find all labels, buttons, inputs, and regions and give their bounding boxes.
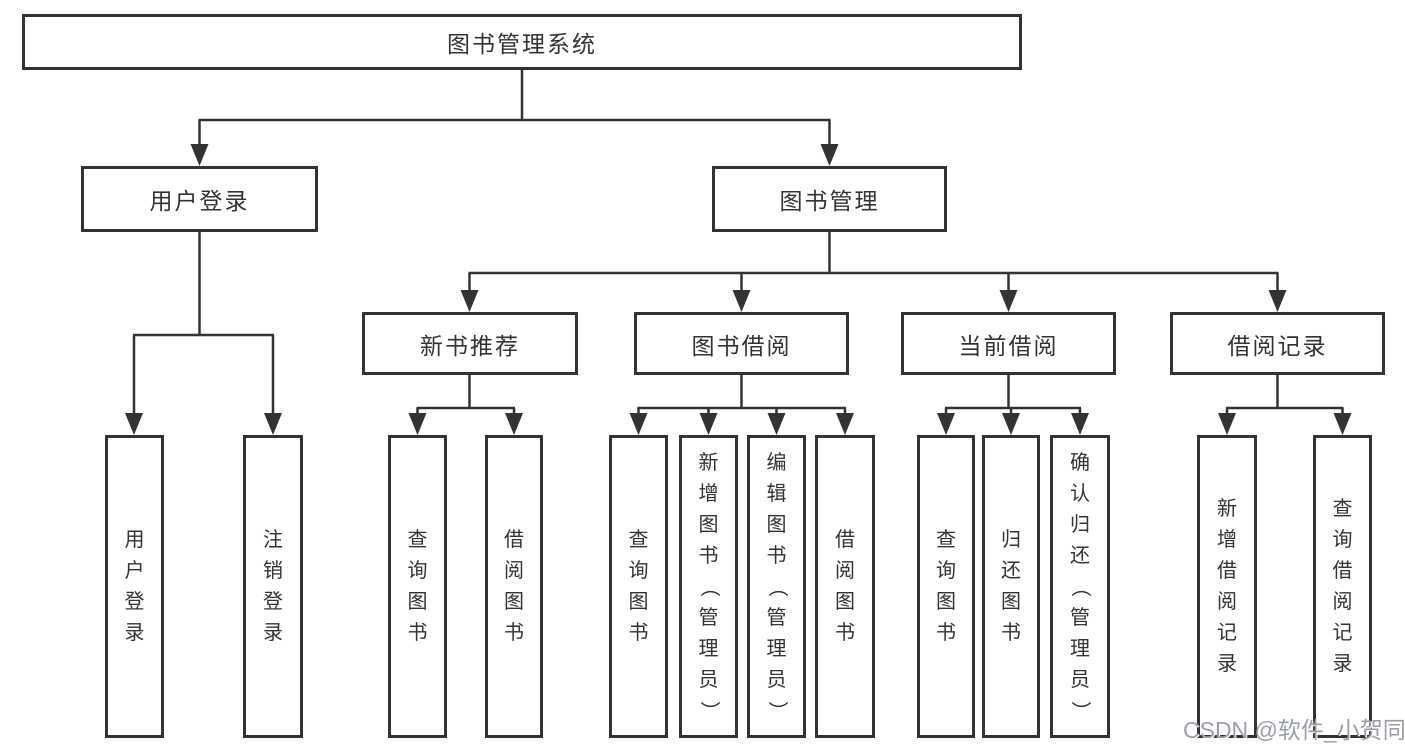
node-new-book-recommend-label: 新书推荐 [420,332,520,359]
leaf-edit-book-admin-label: 编辑图书（管理员） [765,451,788,721]
leaf-query-books-borrow-label: 查询图书 [628,529,649,644]
leaf-borrow-books-recommend-label: 借阅图书 [504,529,524,644]
node-book-management: 图书管理 [712,166,947,232]
node-book-borrow: 图书借阅 [634,312,849,375]
node-borrow-records-label: 借阅记录 [1227,332,1328,359]
leaf-query-books-current-label: 查询图书 [936,529,956,644]
node-current-borrow: 当前借阅 [901,312,1116,375]
leaf-return-book-label: 归还图书 [1001,529,1021,644]
node-borrow-records: 借阅记录 [1170,312,1385,375]
leaf-user-login-label: 用户登录 [124,529,145,644]
leaf-borrow-books-recommend: 借阅图书 [485,435,543,738]
leaf-add-book-admin-label: 新增图书（管理员） [697,451,720,721]
leaf-query-borrow-record-label: 查询借阅记录 [1332,498,1353,675]
leaf-query-borrow-record: 查询借阅记录 [1313,435,1372,738]
node-new-book-recommend: 新书推荐 [362,312,578,375]
leaf-logout: 注销登录 [243,435,303,738]
leaf-add-borrow-record: 新增借阅记录 [1197,435,1257,738]
leaf-query-books-borrow: 查询图书 [609,435,668,738]
leaf-add-borrow-record-label: 新增借阅记录 [1217,498,1237,675]
leaf-confirm-return-admin-label: 确认归还（管理员） [1069,451,1091,721]
leaf-confirm-return-admin: 确认归还（管理员） [1050,435,1110,738]
node-book-borrow-label: 图书借阅 [691,332,792,359]
leaf-user-login: 用户登录 [105,435,164,738]
node-root-label: 图书管理系统 [447,31,597,57]
leaf-query-books-current: 查询图书 [917,435,975,738]
leaf-return-book: 归还图书 [982,435,1040,738]
node-root: 图书管理系统 [22,14,1022,70]
node-current-borrow-label: 当前借阅 [958,332,1059,359]
node-user-login: 用户登录 [81,166,318,232]
node-user-login-label: 用户登录 [149,188,250,214]
node-book-management-label: 图书管理 [779,188,880,214]
leaf-query-books-recommend: 查询图书 [388,435,447,738]
watermark: CSDN @软件_小贺同学 [1183,717,1405,743]
leaf-add-book-admin: 新增图书（管理员） [679,435,738,738]
leaf-logout-label: 注销登录 [263,529,283,644]
arrowheads [125,144,1352,435]
leaf-borrow-books-borrow-label: 借阅图书 [835,529,855,644]
leaf-edit-book-admin: 编辑图书（管理员） [747,435,806,738]
leaf-borrow-books-borrow: 借阅图书 [815,435,875,738]
leaf-query-books-recommend-label: 查询图书 [407,529,428,644]
